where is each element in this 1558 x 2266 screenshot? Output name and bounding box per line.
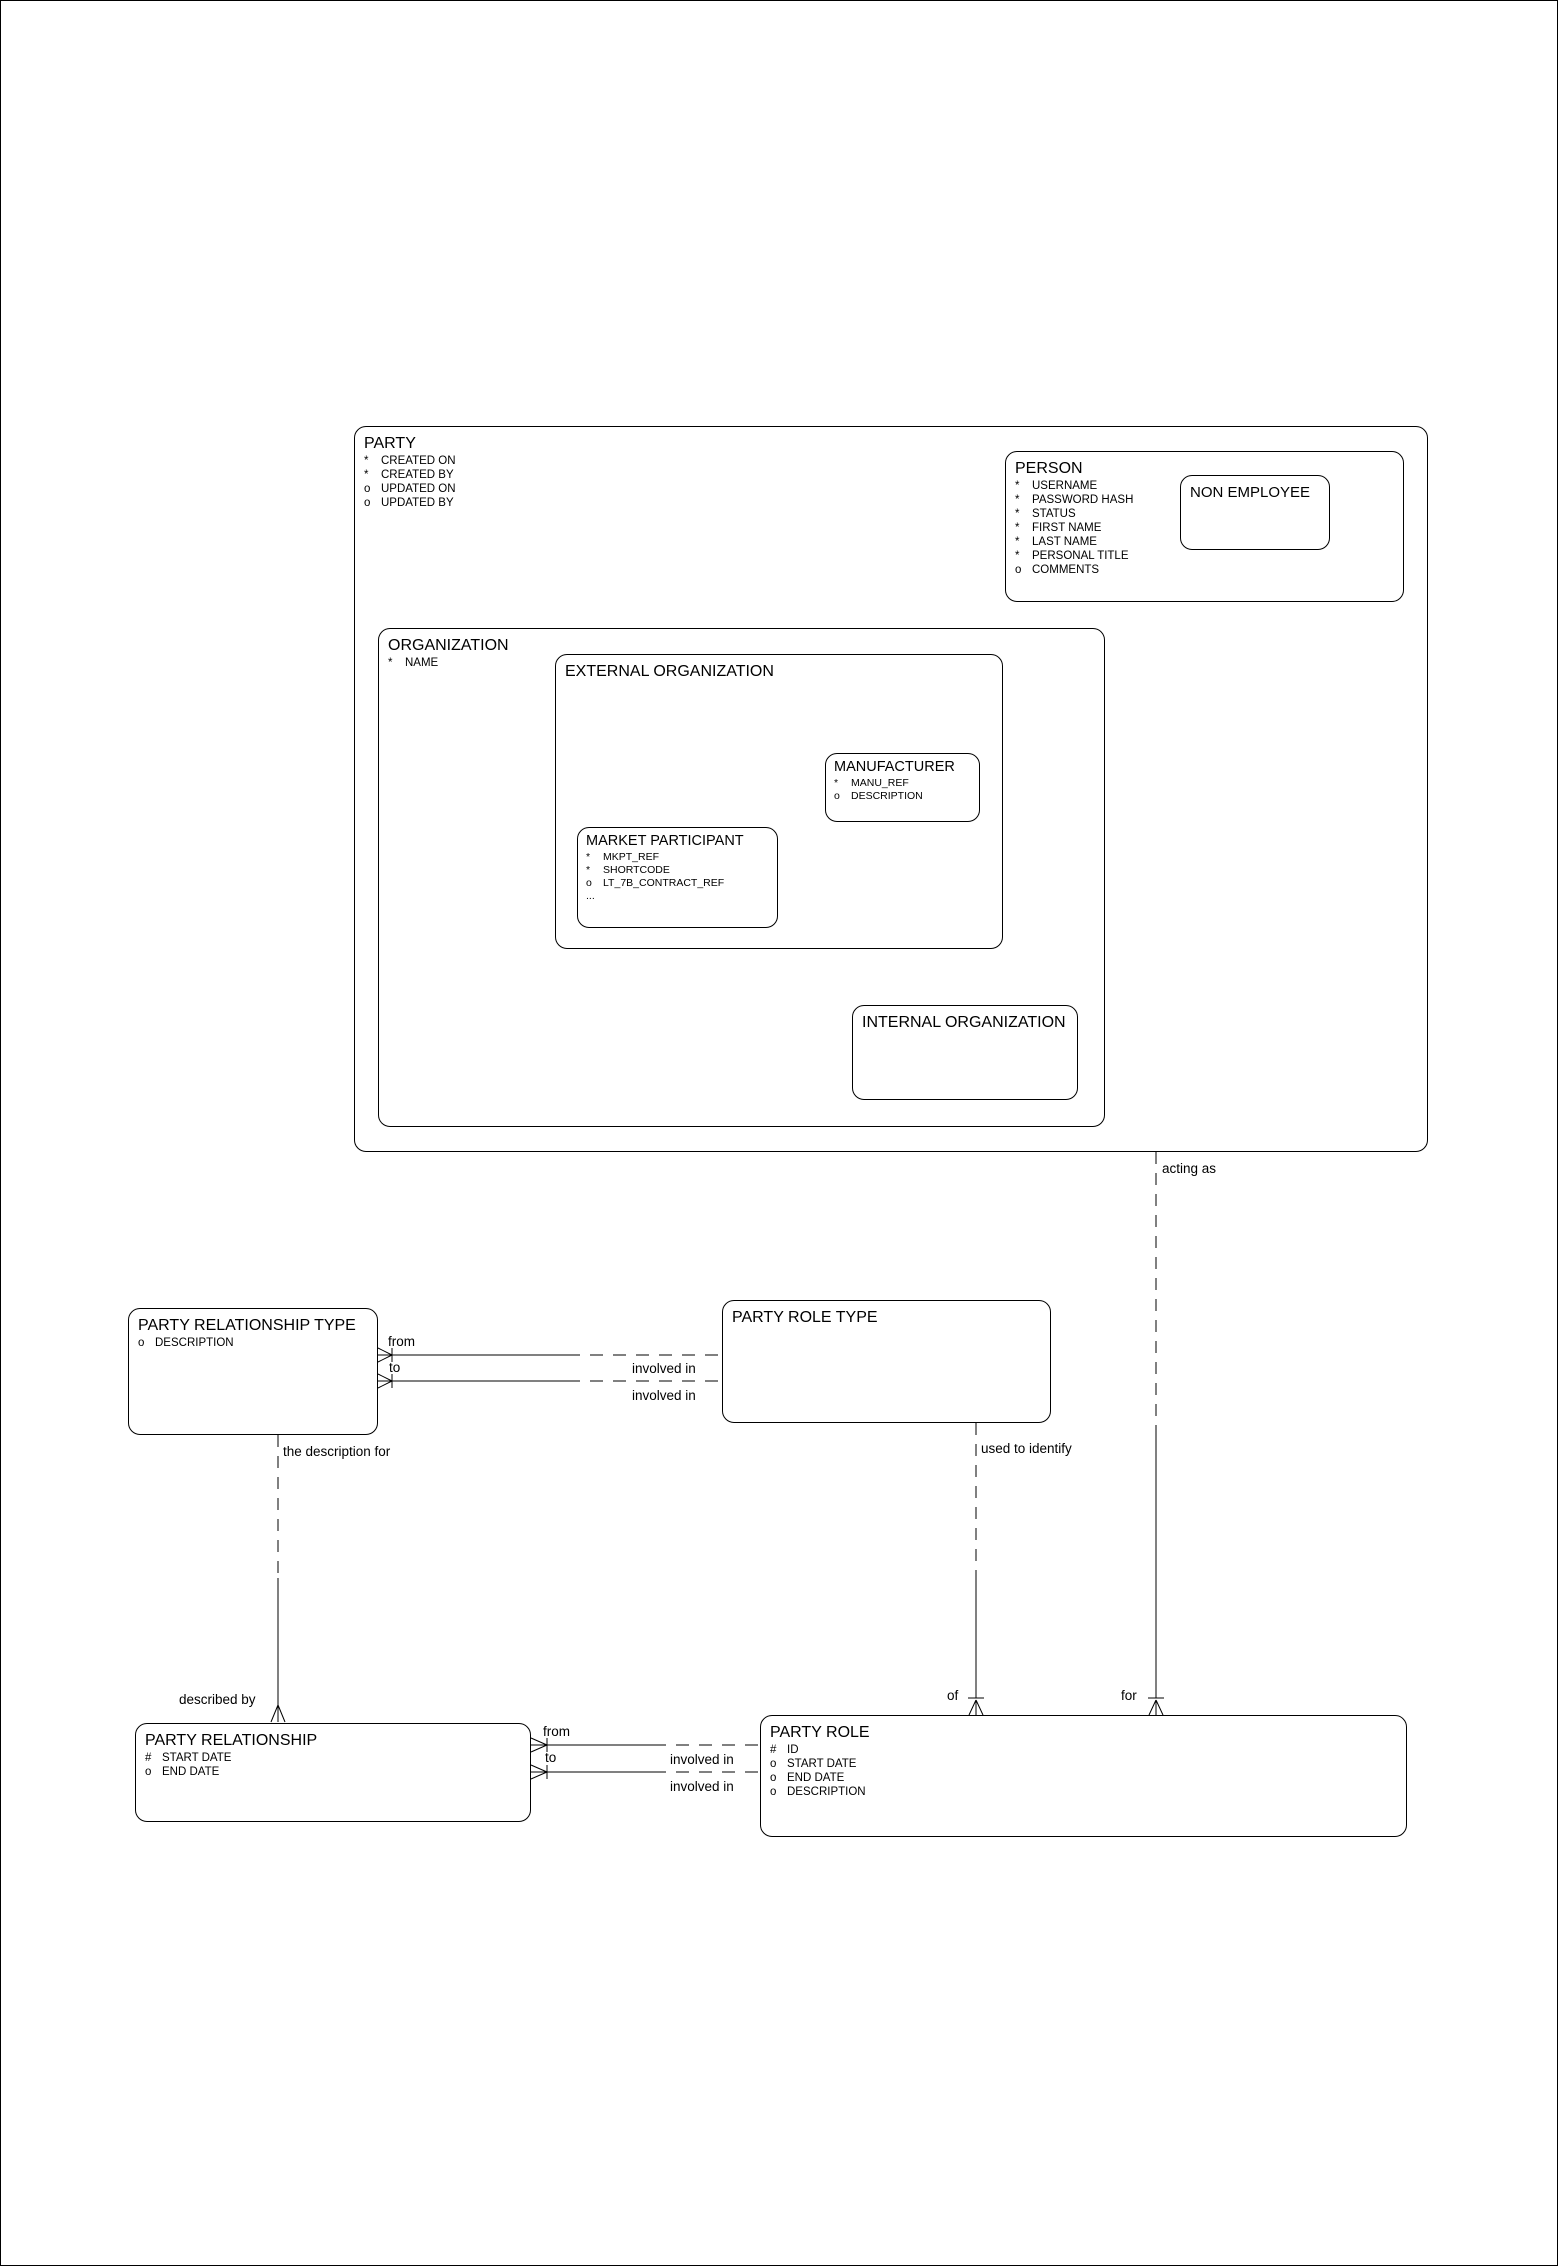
- attribute: ...: [586, 890, 595, 902]
- entity-title: INTERNAL ORGANIZATION: [862, 1014, 1066, 1031]
- relationship-label-involved-in: involved in: [632, 1388, 696, 1403]
- attribute: *MKPT_REF: [586, 851, 660, 863]
- attribute: #ID: [770, 1744, 799, 1756]
- entity-title: PERSON: [1015, 460, 1083, 477]
- attribute-list: *NAME: [388, 656, 1095, 670]
- entity-market-participant[interactable]: MARKET PARTICIPANT *MKPT_REF *SHORTCODE …: [577, 827, 778, 928]
- attribute-list: *USERNAME *PASSWORD HASH *STATUS *FIRST …: [1015, 479, 1394, 577]
- relationship-label-for: for: [1121, 1688, 1137, 1703]
- relationship-label-involved-in: involved in: [670, 1779, 734, 1794]
- entity-title: MARKET PARTICIPANT: [586, 833, 744, 849]
- relationship-label-involved-in: involved in: [632, 1361, 696, 1376]
- attribute: *STATUS: [1015, 508, 1076, 520]
- relationship-label-from-bottom: from: [543, 1724, 570, 1739]
- entity-title: PARTY: [364, 435, 416, 452]
- relationship-acting-as-for[interactable]: [1148, 1152, 1164, 1716]
- relationship-label-description-for: the description for: [283, 1444, 391, 1459]
- crow-foot: [1148, 1699, 1164, 1716]
- attribute: *SHORTCODE: [586, 864, 670, 876]
- attribute: *CREATED BY: [364, 469, 454, 481]
- entity-title: ORGANIZATION: [388, 637, 509, 654]
- relationship-pr-to-involved-in[interactable]: [530, 1764, 760, 1780]
- attribute: *USERNAME: [1015, 480, 1098, 492]
- relationship-label-involved-in: involved in: [670, 1752, 734, 1767]
- relationship-used-to-identify-of[interactable]: [968, 1423, 984, 1716]
- attribute: *NAME: [388, 657, 439, 669]
- relationship-label-of: of: [947, 1688, 959, 1703]
- entity-title: MANUFACTURER: [834, 759, 955, 775]
- entity-title: EXTERNAL ORGANIZATION: [565, 663, 774, 680]
- entity-title: PARTY RELATIONSHIP TYPE: [138, 1317, 356, 1334]
- entity-party-role-type[interactable]: PARTY ROLE TYPE: [722, 1300, 1051, 1423]
- relationship-label-described-by: described by: [179, 1692, 256, 1707]
- attribute: *CREATED ON: [364, 455, 456, 467]
- relationship-label-from-top: from: [388, 1334, 415, 1349]
- crow-foot: [968, 1699, 984, 1716]
- relationship-label-to-top: to: [389, 1360, 401, 1375]
- entity-title: PARTY RELATIONSHIP: [145, 1732, 318, 1749]
- attribute: *MANU_REF: [834, 777, 909, 789]
- relationship-pr-from-involved-in[interactable]: [530, 1737, 760, 1753]
- relationship-prt-from-involved-in[interactable]: [377, 1347, 722, 1363]
- attribute: *PERSONAL TITLE: [1015, 550, 1129, 562]
- entity-internal-organization[interactable]: INTERNAL ORGANIZATION: [852, 1005, 1078, 1100]
- relationship-prt-to-involved-in[interactable]: [377, 1373, 722, 1389]
- relationship-label-used-to-identify: used to identify: [981, 1441, 1072, 1456]
- entity-title: PARTY ROLE: [770, 1724, 870, 1741]
- relationship-description-for-described-by[interactable]: [270, 1435, 286, 1723]
- attribute: *LAST NAME: [1015, 536, 1097, 548]
- crow-foot: [377, 1373, 393, 1389]
- crow-foot: [270, 1704, 286, 1723]
- attribute: *FIRST NAME: [1015, 522, 1102, 534]
- relationship-label-to-bottom: to: [545, 1750, 557, 1765]
- entity-title: PARTY ROLE TYPE: [732, 1309, 878, 1326]
- attribute: *PASSWORD HASH: [1015, 494, 1134, 506]
- crow-foot: [530, 1764, 548, 1780]
- relationship-label-acting-as: acting as: [1162, 1161, 1217, 1176]
- entity-title: NON EMPLOYEE: [1190, 484, 1311, 501]
- entity-non-employee[interactable]: NON EMPLOYEE: [1180, 475, 1330, 550]
- attribute: #START DATE: [145, 1752, 232, 1764]
